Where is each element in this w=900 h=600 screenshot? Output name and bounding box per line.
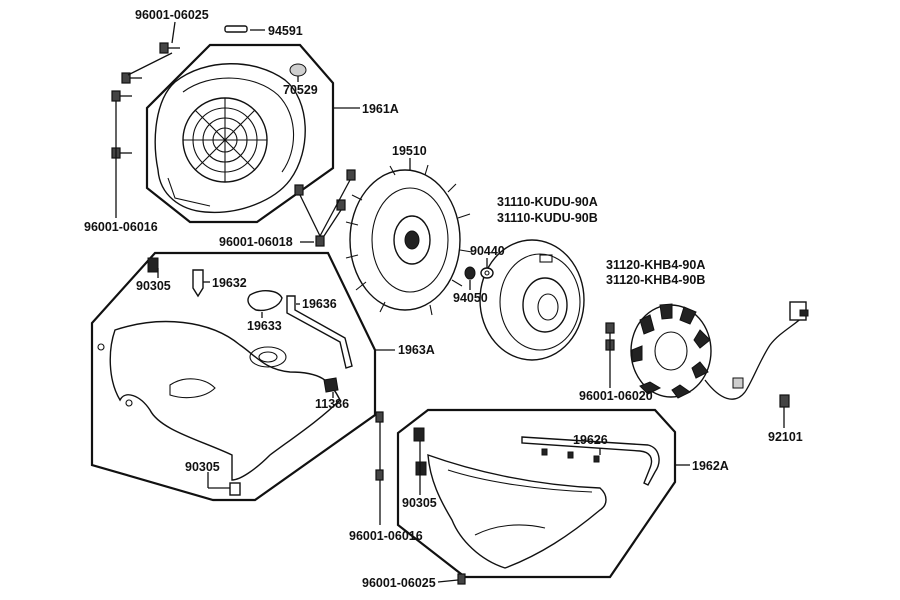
bracket-19626-part bbox=[521, 436, 660, 486]
stator-part bbox=[630, 301, 809, 400]
washer-90440-part bbox=[480, 267, 494, 279]
label-19633: 19633 bbox=[247, 319, 282, 333]
bottom-cover-group-frame bbox=[396, 408, 677, 579]
label-90440: 90440 bbox=[470, 244, 505, 258]
clip-90305-part bbox=[147, 257, 159, 273]
bolt-96001-06025-bottom bbox=[457, 573, 466, 585]
screw-92101-part bbox=[779, 394, 790, 418]
label-96001-06016-left: 96001-06016 bbox=[84, 220, 158, 234]
grommet-70529-part bbox=[289, 63, 307, 77]
label-96001-06016-bottom: 96001-06016 bbox=[349, 529, 423, 543]
label-19626: 19626 bbox=[573, 433, 608, 447]
label-94591: 94591 bbox=[268, 24, 303, 38]
seal-19633-part bbox=[247, 290, 283, 312]
fan-cover-group-frame bbox=[145, 43, 335, 224]
label-90305-b: 90305 bbox=[185, 460, 220, 474]
label-96001-06025-top: 96001-06025 bbox=[135, 8, 209, 22]
pin-94591-part bbox=[224, 25, 248, 33]
label-11386: 11386 bbox=[315, 397, 349, 411]
bottom-cover-part bbox=[427, 453, 607, 569]
label-19510: 19510 bbox=[392, 144, 427, 158]
clip-19632-part bbox=[192, 269, 204, 298]
label-70529: 70529 bbox=[283, 83, 318, 97]
label-96001-06025-bottom: 96001-06025 bbox=[362, 576, 436, 590]
label-19636: 19636 bbox=[302, 297, 337, 311]
bolts-96001-06016-bottom bbox=[375, 411, 384, 481]
label-92101: 92101 bbox=[768, 430, 803, 444]
clip-90305-c-part bbox=[413, 427, 427, 476]
lower-shroud-part bbox=[97, 320, 341, 481]
label-31120-khb4-90b: 31120-KHB4-90B bbox=[606, 273, 705, 287]
label-31120-khb4-90a: 31120-KHB4-90A bbox=[606, 258, 705, 272]
label-1962A: 1962A bbox=[692, 459, 729, 473]
flywheel-fan-part bbox=[345, 164, 473, 316]
clip-11386-part bbox=[323, 377, 339, 393]
label-19632: 19632 bbox=[212, 276, 247, 290]
label-31110-kudu-90a: 31110-KUDU-90A bbox=[497, 195, 598, 209]
label-31110-kudu-90b: 31110-KUDU-90B bbox=[497, 211, 598, 225]
label-90305-c: 90305 bbox=[402, 496, 437, 510]
label-1963A: 1963A bbox=[398, 343, 435, 357]
clip-90305-b-part bbox=[229, 482, 241, 496]
bar-19636-part bbox=[286, 295, 353, 369]
label-94050: 94050 bbox=[453, 291, 488, 305]
label-1961A: 1961A bbox=[362, 102, 399, 116]
nut-94050-part bbox=[464, 266, 476, 280]
label-96001-06020: 96001-06020 bbox=[579, 389, 653, 403]
rotor-part bbox=[479, 239, 585, 361]
fan-cover-part bbox=[154, 63, 306, 214]
label-90305-a: 90305 bbox=[136, 279, 171, 293]
lower-shroud-group-frame bbox=[90, 251, 377, 502]
label-96001-06018: 96001-06018 bbox=[219, 235, 293, 249]
leader-lines bbox=[115, 21, 785, 583]
